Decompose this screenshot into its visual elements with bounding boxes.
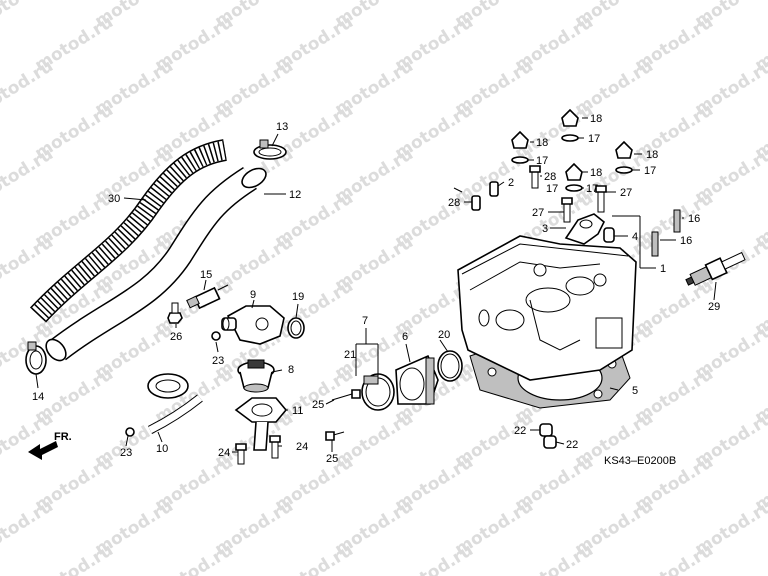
diagram-code: KS43–E0200B: [604, 455, 676, 467]
part-22-plugs: [539, 423, 557, 449]
part-6-insulator: [395, 354, 439, 405]
dowel-pins: [471, 181, 499, 211]
callout-15: 15: [200, 269, 212, 281]
part-20-o-ring: [437, 350, 463, 382]
callout-19: 19: [292, 291, 304, 303]
part-30-corrugated-tube: [29, 139, 228, 323]
callout-13: 13: [276, 121, 288, 133]
callout-6: 6: [402, 331, 408, 343]
part-29-spark-plug: [685, 251, 746, 286]
callout-18-left: 18: [536, 137, 548, 149]
part-14-hose-clip: [25, 341, 47, 375]
callouts: 30 13 12 14 15 26 9 19 8 11 10 23 23 24 …: [32, 113, 720, 465]
callout-23-lower: 23: [120, 447, 132, 459]
part-9-thermostat-housing: [221, 305, 285, 345]
callout-3: 3: [542, 223, 548, 235]
callout-20: 20: [438, 329, 450, 341]
cap-nuts: [511, 108, 633, 181]
callout-18-mid: 18: [590, 167, 602, 179]
part-7-hose-band: [361, 373, 395, 411]
leader-lines: [35, 117, 717, 453]
callout-4: 4: [632, 231, 638, 243]
callout-29: 29: [708, 301, 720, 313]
callout-2: 2: [508, 177, 514, 189]
callout-24-right: 24: [296, 441, 308, 453]
part-19-o-ring: [287, 317, 305, 339]
callout-1: 1: [660, 263, 666, 275]
callout-17-left: 17: [536, 155, 548, 167]
part-15-sensor: [186, 284, 229, 310]
part-12-hose: [45, 166, 267, 362]
part-10-tube: [147, 373, 203, 435]
callout-9: 9: [250, 289, 256, 301]
callout-17-mid: 17: [546, 183, 558, 195]
front-direction-arrow: FR.: [28, 431, 72, 460]
callout-12: 12: [289, 189, 301, 201]
callout-22-left: 22: [514, 425, 526, 437]
callout-18-right: 18: [646, 149, 658, 161]
callout-10: 10: [156, 443, 168, 455]
callout-16-upper: 16: [688, 213, 700, 225]
callout-5: 5: [632, 385, 638, 397]
callout-25-lower: 25: [326, 453, 338, 465]
part-13-hose-clip: [253, 139, 287, 160]
callout-26: 26: [170, 331, 182, 343]
callout-25-upper: 25: [312, 399, 324, 411]
callout-17-right: 17: [644, 165, 656, 177]
part-26-bolt: [167, 302, 183, 324]
callout-22-right: 22: [566, 439, 578, 451]
studs: [529, 165, 607, 223]
callout-8: 8: [288, 364, 294, 376]
callout-27-left: 27: [532, 207, 544, 219]
part-1-cylinder-head: [457, 235, 637, 381]
part-3-rocker-bracket: [564, 213, 606, 245]
part-4-dowel-pin: [603, 227, 615, 243]
callout-24: 24: [218, 447, 230, 459]
callout-23-upper: 23: [212, 355, 224, 367]
callout-27-right: 27: [620, 187, 632, 199]
callout-30: 30: [108, 193, 120, 205]
callout-11: 11: [292, 405, 303, 417]
callout-14: 14: [32, 391, 44, 403]
callout-16-lower: 16: [680, 235, 692, 247]
part-8-thermostat: [237, 359, 275, 393]
callout-21: 21: [344, 349, 356, 361]
callout-17-mid-right: 17: [586, 183, 598, 195]
callout-28-left: 28: [448, 197, 460, 209]
callout-17-top: 17: [588, 133, 600, 145]
part-16-studs: [651, 209, 681, 257]
direction-label: FR.: [54, 431, 72, 443]
bolts: [235, 389, 361, 465]
washers: [511, 134, 633, 192]
part-23-clip: [125, 331, 221, 437]
callout-18-top: 18: [590, 113, 602, 125]
callout-28-mid: 28: [544, 171, 556, 183]
callout-7: 7: [362, 315, 368, 327]
